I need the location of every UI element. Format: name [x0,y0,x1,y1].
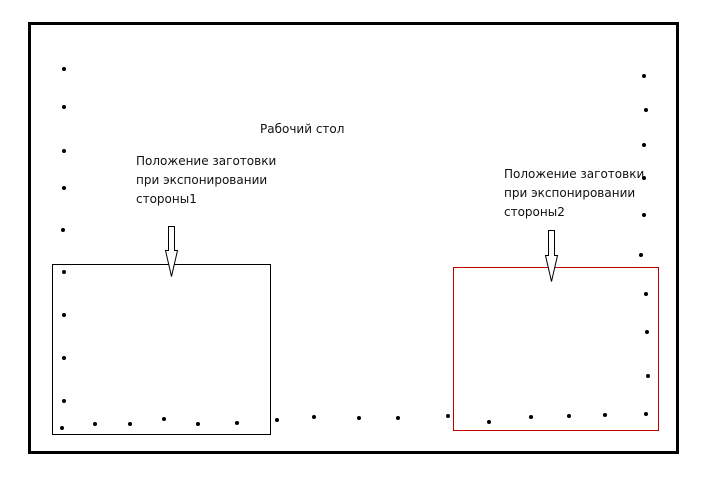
side2-label-line: Положение заготовки [504,167,644,181]
side2-label-line: стороны2 [504,205,565,219]
dot-marker [196,422,200,426]
dot-marker [567,414,571,418]
side1-blank-position [52,264,271,435]
dot-marker [396,416,400,420]
side1-label-line: при экспонировании [136,173,267,187]
work-table-title: Рабочий стол [260,122,344,136]
dot-marker [644,292,648,296]
side1-label-line: Положение заготовки [136,154,276,168]
side2-label: Положение заготовки при экспонировании с… [504,167,644,219]
dot-marker [62,67,66,71]
dot-marker [646,374,650,378]
work-table-frame [28,22,679,454]
dot-marker [61,228,65,232]
side1-down-arrow-icon [164,226,179,277]
dot-marker [62,356,66,360]
dot-marker [62,186,66,190]
dot-marker [275,418,279,422]
side2-blank-position [453,267,659,431]
dot-marker [62,399,66,403]
dot-marker [446,414,450,418]
dot-markers [60,67,650,430]
dot-marker [235,421,239,425]
dot-marker [60,426,64,430]
side2-label-line: при экспонировании [504,186,635,200]
dot-marker [128,422,132,426]
dot-marker [642,143,646,147]
dot-marker [62,313,66,317]
dot-marker [162,417,166,421]
side1-label: Положение заготовки при экспонировании с… [136,154,276,206]
dot-marker [312,415,316,419]
dot-marker [639,253,643,257]
dot-marker [644,108,648,112]
dot-marker [357,416,361,420]
dot-marker [644,412,648,416]
dot-marker [645,330,649,334]
dot-marker [62,105,66,109]
dot-marker [487,420,491,424]
dot-marker [642,213,646,217]
dot-marker [642,176,646,180]
side1-label-line: стороны1 [136,192,197,206]
dot-marker [603,413,607,417]
dot-marker [642,74,646,78]
dot-marker [62,270,66,274]
dot-marker [62,149,66,153]
side2-down-arrow-icon [544,230,559,282]
dot-marker [93,422,97,426]
dot-marker [529,415,533,419]
